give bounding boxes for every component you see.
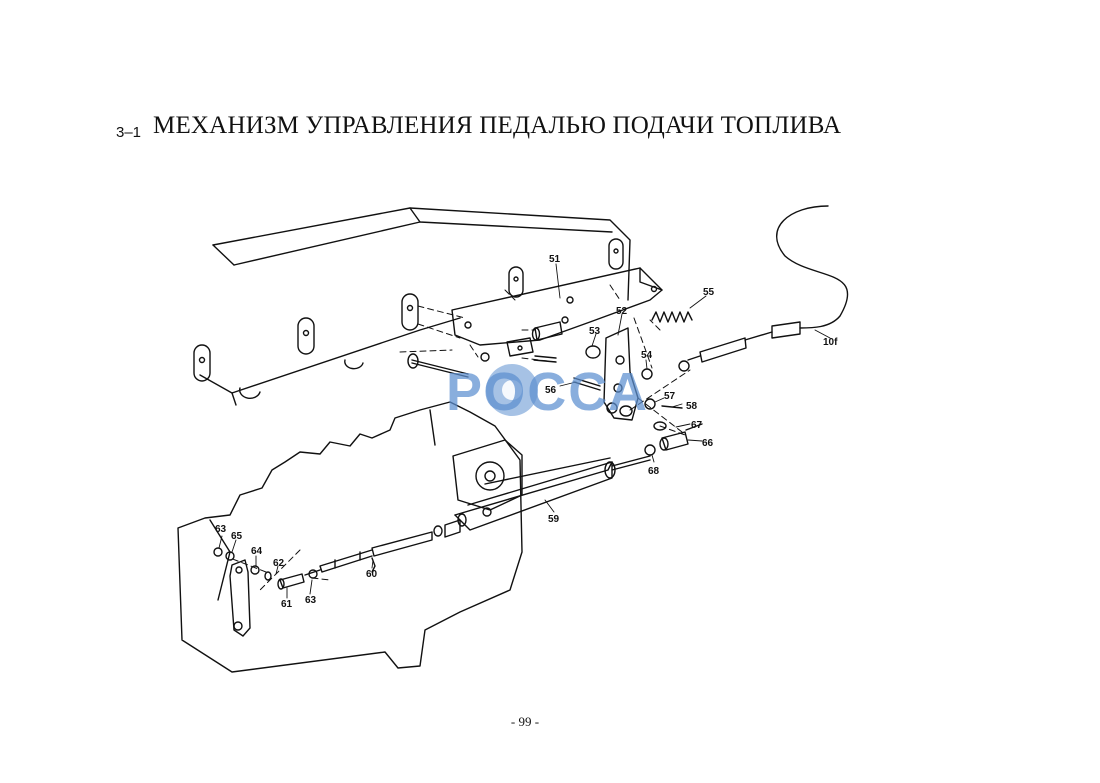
part-label-66: 66 xyxy=(702,438,714,449)
part-label-65: 65 xyxy=(231,531,243,542)
page-number: - 99 - xyxy=(510,714,540,729)
part-label-68: 68 xyxy=(648,466,660,477)
part-label-59: 59 xyxy=(548,514,560,525)
lever-52 xyxy=(573,327,639,421)
part-label-57: 57 xyxy=(664,391,676,402)
part-label-61: 61 xyxy=(281,599,293,610)
assembly-guide-lines xyxy=(229,284,691,591)
page-title: МЕХАНИЗМ УПРАВЛЕНИЯ ПЕДАЛЬЮ ПОДАЧИ ТОПЛИ… xyxy=(153,112,842,139)
part-label-55: 55 xyxy=(703,287,715,298)
part-label-67: 67 xyxy=(691,420,703,431)
engine-block xyxy=(177,401,523,673)
part-label-63-top: 63 xyxy=(215,524,227,535)
part-label-51: 51 xyxy=(549,254,561,265)
main-bracket-51 xyxy=(451,267,663,346)
return-spring-55 xyxy=(651,311,693,323)
watermark-text: РОССА xyxy=(446,362,649,422)
pivot-hardware xyxy=(407,321,563,378)
linkage-rod-59 xyxy=(433,439,651,538)
part-label-52: 52 xyxy=(616,306,628,317)
watermark: РОССА xyxy=(446,362,649,422)
part-labels: 51 52 53 54 55 56 57 58 59 60 61 62 63 6… xyxy=(215,254,838,610)
cab-floor-frame xyxy=(193,207,631,406)
part-label-58: 58 xyxy=(686,401,698,412)
leader-lines xyxy=(218,263,831,599)
page-header: 3–1 МЕХАНИЗМ УПРАВЛЕНИЯ ПЕДАЛЬЮ ПОДАЧИ Т… xyxy=(116,112,842,141)
part-label-53: 53 xyxy=(589,326,601,337)
injection-pump-lever xyxy=(213,547,251,637)
part-label-62: 62 xyxy=(273,558,285,569)
part-label-10f: 10f xyxy=(823,337,838,348)
rod-end-66 xyxy=(644,431,689,456)
section-number: 3–1 xyxy=(116,124,142,141)
part-label-54: 54 xyxy=(641,350,653,361)
part-label-64: 64 xyxy=(251,546,263,557)
part-label-56: 56 xyxy=(545,385,557,396)
part-label-60: 60 xyxy=(366,569,378,580)
throttle-cable-10f xyxy=(687,205,849,363)
part-label-63-bottom: 63 xyxy=(305,595,317,606)
